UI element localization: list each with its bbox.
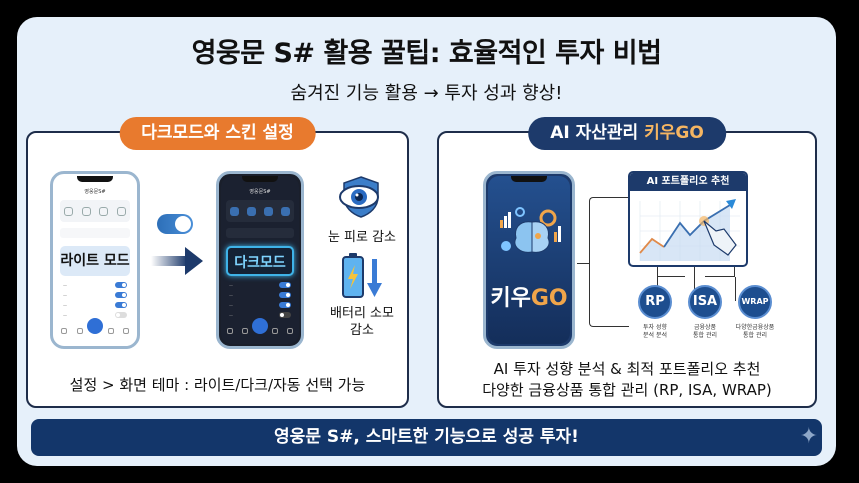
menu-icon (64, 206, 74, 216)
theme-toggle-icon (157, 214, 193, 234)
ai-caption-line2: 다양한 금융상품 통합 관리 (RP, ISA, WRAP) (482, 381, 772, 399)
menu-icon (264, 206, 273, 216)
phone-notch (77, 176, 113, 182)
dark-mode-label: 다크모드 (226, 246, 294, 276)
rp-product-icon: RP (638, 285, 672, 319)
pill-label: AI 자산관리 (550, 123, 645, 143)
setting-label: — (63, 303, 67, 308)
kiwoogo-phone: 키우GO (483, 171, 575, 349)
ai-brain-icon (500, 207, 561, 253)
infographic-card: 영웅문 S# 활용 꿀팁: 효율적인 투자 비법 숨겨진 기능 활용 → 투자 … (17, 17, 836, 466)
setting-toggle (115, 312, 127, 318)
setting-toggle (279, 292, 291, 298)
setting-label: — (229, 313, 233, 318)
connector-line (735, 277, 736, 301)
phone-app-title: 영웅문S# (84, 189, 106, 195)
ai-asset-pill: AI 자산관리 키우GO (528, 117, 726, 150)
banner-text: 영웅문 S#, 스마트한 기능으로 성공 투자! (274, 427, 579, 447)
phone-quick-menu (226, 200, 294, 222)
menu-icon (247, 206, 256, 216)
connector-line (705, 267, 735, 277)
arrow-right-icon (151, 247, 203, 275)
ai-asset-panel: AI 자산관리 키우GO 키우GO (437, 117, 817, 408)
home-icon (227, 328, 233, 334)
user-icon (287, 328, 293, 334)
search-icon (76, 328, 83, 334)
connector-line (694, 267, 695, 301)
setting-toggle (279, 312, 291, 318)
dark-mode-phone: 영웅문S# 다크모드 — — — — (216, 171, 304, 349)
portfolio-icon (272, 328, 278, 334)
setting-toggle (279, 302, 291, 308)
menu-fab (87, 318, 103, 334)
phone-tabbar (61, 328, 129, 334)
connector-line (589, 197, 629, 327)
phone-app-title: 영웅문S# (249, 189, 271, 195)
menu-fab (252, 318, 268, 334)
phone-settings-row (226, 228, 294, 238)
connector-line (577, 263, 589, 264)
home-icon (61, 328, 67, 334)
dark-mode-panel: 다크모드와 스킨 설정 영웅문S# 라이트 모드 — — — (26, 117, 409, 408)
user-icon (123, 328, 129, 334)
ai-caption-line1: AI 투자 성향 분석 & 최적 포트폴리오 추천 (493, 360, 761, 378)
menu-icon (230, 206, 239, 216)
phone-quick-menu (60, 200, 130, 222)
battery-down-icon (342, 253, 382, 298)
phone-notch (242, 176, 278, 182)
light-mode-phone: 영웅문S# 라이트 모드 — — — — (50, 171, 140, 349)
kiwoogo-brand: 키우GO (490, 286, 568, 311)
page-subtitle: 숨겨진 기능 활용 → 투자 성과 향상! (290, 83, 563, 104)
portfolio-icon (107, 328, 114, 334)
setting-toggle (115, 282, 127, 288)
sparkle-icon: ✦ (799, 424, 818, 449)
isa-product-icon: ISA (688, 285, 722, 319)
setting-label: — (63, 313, 67, 318)
dark-mode-pill: 다크모드와 스킨 설정 (119, 117, 316, 150)
theme-setting-caption: 설정 > 화면 테마 : 라이트/다크/자동 선택 가능 (69, 376, 366, 394)
setting-label: — (63, 293, 67, 298)
setting-label: — (229, 283, 233, 288)
setting-toggle (115, 302, 127, 308)
menu-icon (281, 206, 290, 216)
light-mode-label: 라이트 모드 (60, 246, 130, 276)
bottom-banner: 영웅문 S#, 스마트한 기능으로 성공 투자! ✦ (31, 419, 822, 456)
menu-icon (99, 206, 109, 216)
phone-tabbar (227, 328, 293, 334)
search-icon (242, 328, 248, 334)
pill-label-accent: 키우GO (644, 123, 704, 143)
phone-notch (511, 176, 547, 182)
battery-saving-label: 배터리 소모 감소 (330, 306, 394, 338)
setting-toggle (115, 292, 127, 298)
menu-icon (81, 206, 91, 216)
trend-chart-icon (639, 199, 740, 261)
page-title: 영웅문 S# 활용 꿀팁: 효율적인 투자 비법 (191, 38, 662, 69)
setting-toggle (279, 282, 291, 288)
eye-fatigue-label: 눈 피로 감소 (327, 230, 397, 245)
ai-portfolio-chart: AI 포트폴리오 추천 (628, 171, 748, 267)
wrap-product-icon: WRAP (738, 285, 772, 319)
connector-line (657, 267, 685, 277)
eye-shield-icon (339, 176, 379, 218)
phone-settings-row (60, 228, 130, 238)
setting-label: — (229, 303, 233, 308)
menu-icon (116, 206, 126, 216)
setting-label: — (229, 293, 233, 298)
setting-label: — (63, 283, 67, 288)
chart-title: AI 포트폴리오 추천 (630, 173, 746, 191)
